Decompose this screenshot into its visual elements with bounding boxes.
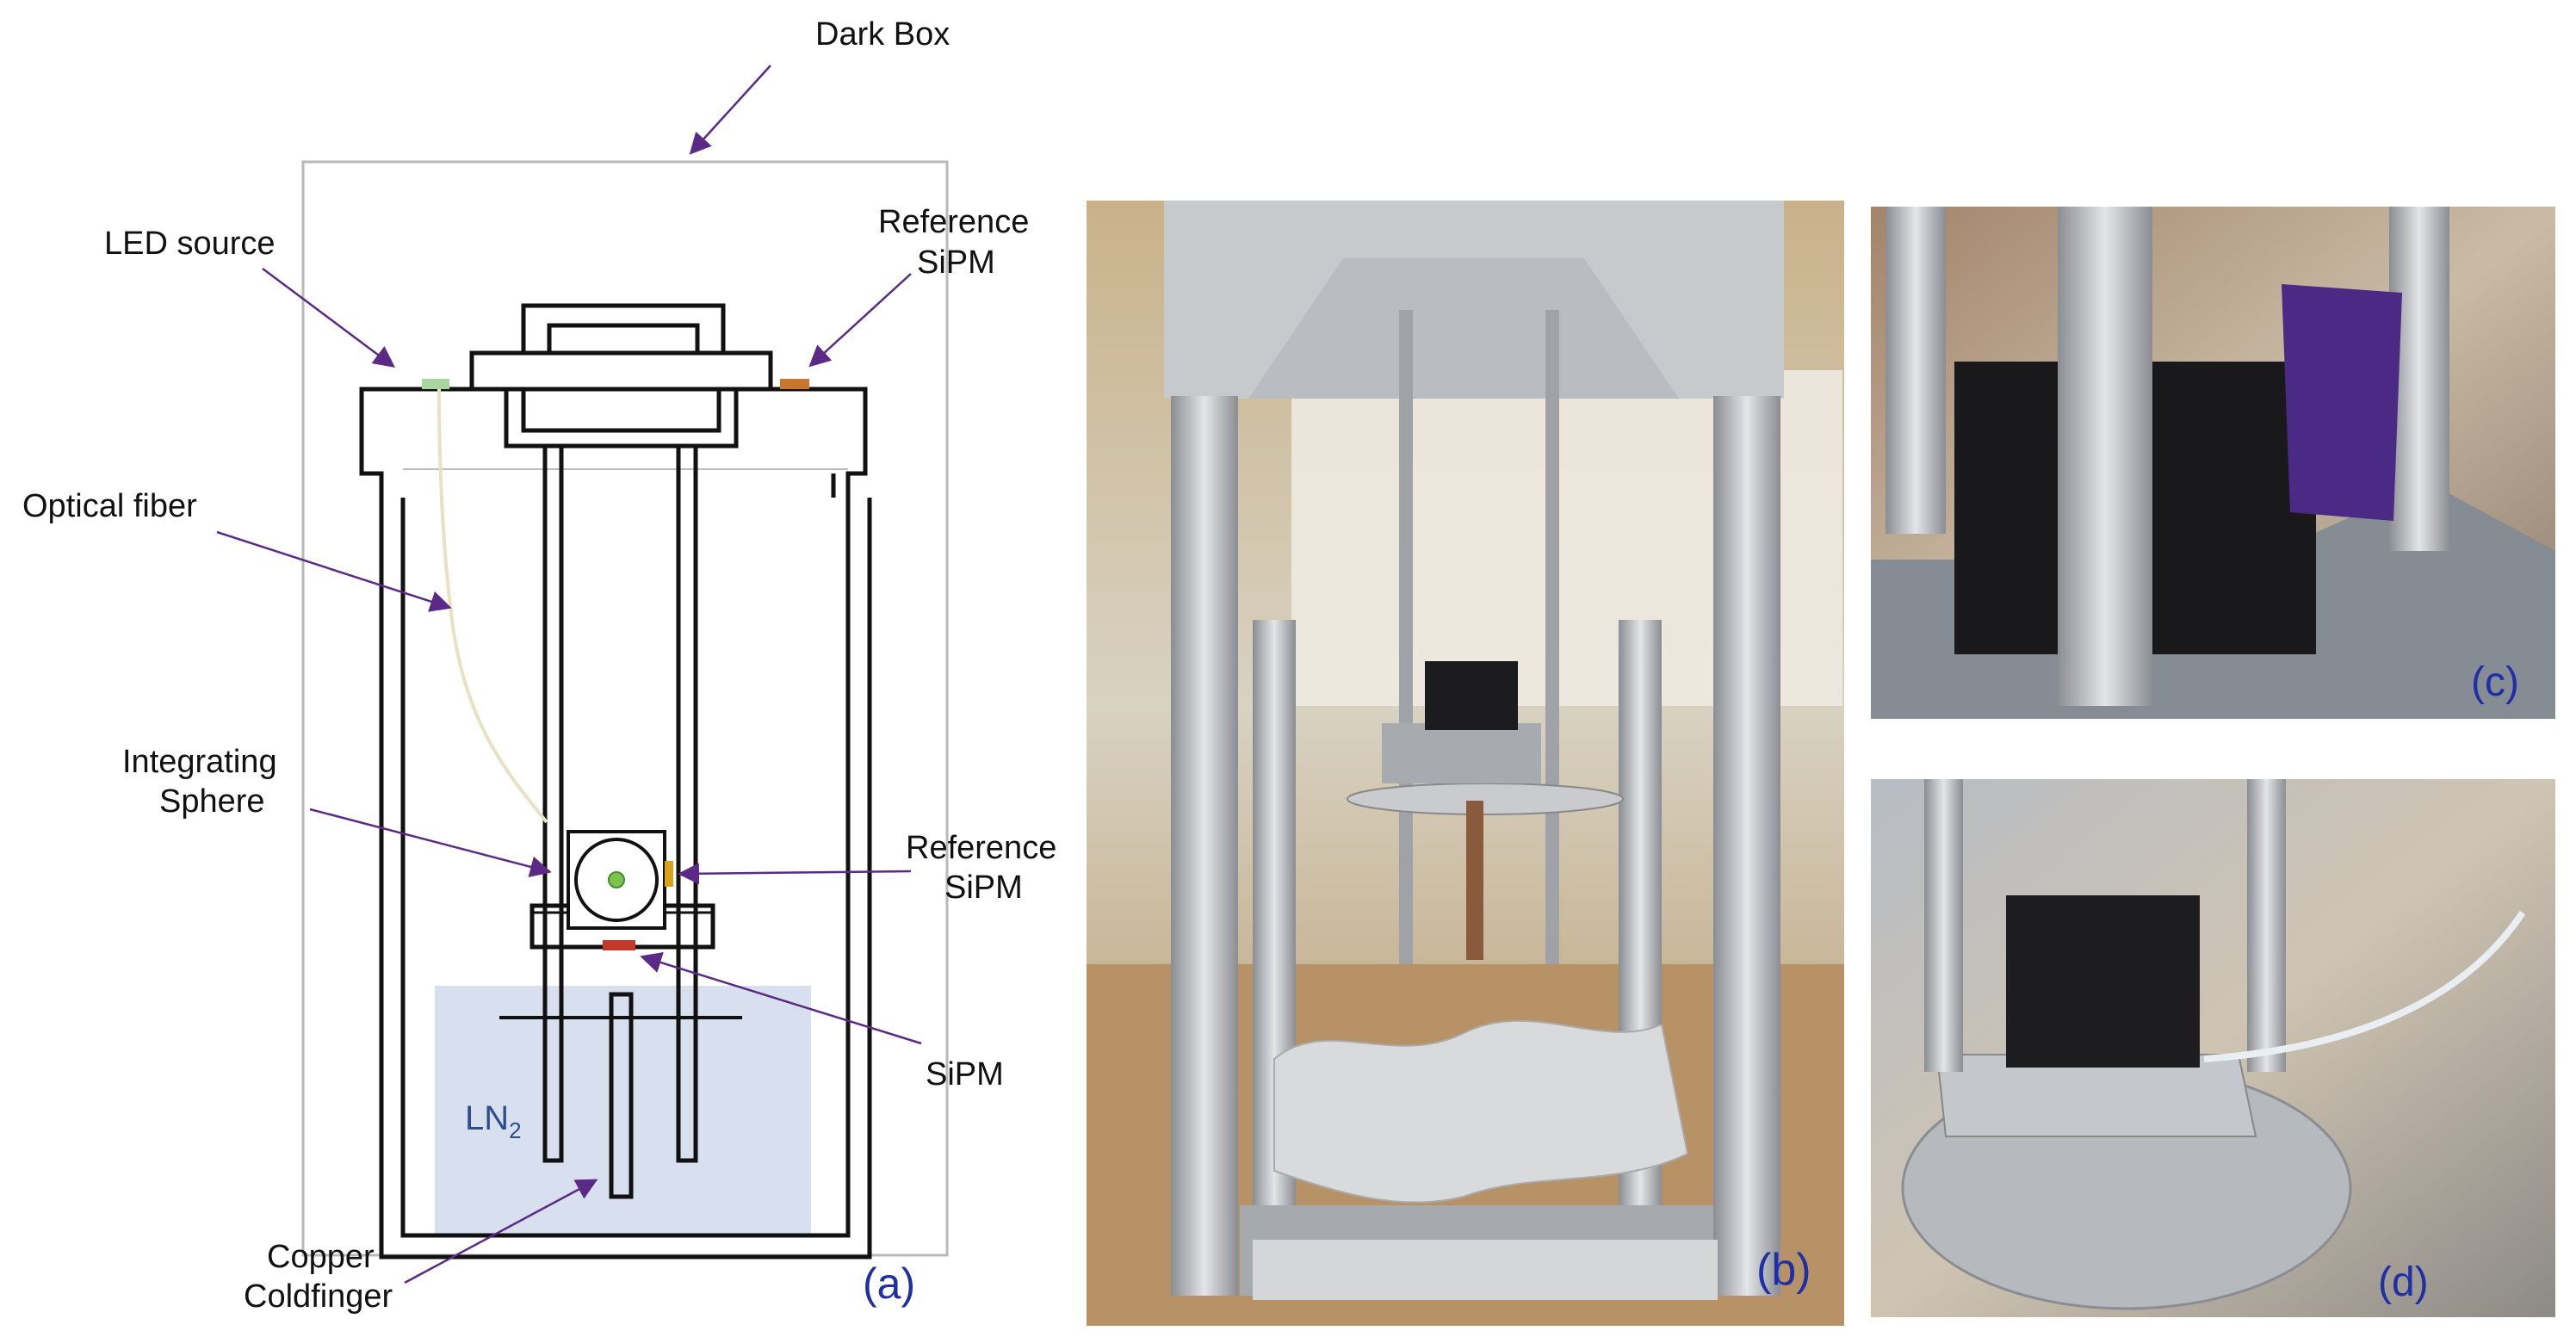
label-reference-sipm-side-1: Reference [906,830,1056,866]
label-optical-fiber: Optical fiber [22,488,197,524]
photo-d-rod-left [1924,779,1963,1072]
photo-c-rod-right [2389,207,2449,551]
photo-b-sphere-block [1425,661,1518,730]
photo-d-rod-right [2247,779,2286,1072]
sipm [603,940,635,950]
photo-c-rod-center [2058,207,2152,706]
led-source [422,379,449,389]
label-reference-sipm-top-2: SiPM [917,244,995,281]
schematic-panel-a: Dark Box LED source Reference SiPM Optic… [22,16,1056,1315]
photo-d-fiber [2203,910,2526,1062]
reference-sipm-top [780,379,809,389]
label-dark-box: Dark Box [815,16,950,53]
photo-c-pcb [2282,284,2402,521]
label-led-source: LED source [104,226,276,262]
label-reference-sipm-side-2: SiPM [944,870,1023,906]
photo-b-rod-left [1399,310,1413,964]
reference-sipm-side [665,861,673,887]
dewar-lip [359,387,868,498]
photo-panel-c: (c) [1871,207,2555,719]
photo-c-rod-left [1886,207,1946,534]
panel-tag-a: (a) [863,1260,915,1308]
photo-b-plate [1347,783,1624,815]
panel-tag-c: (c) [2471,659,2519,705]
copper-coldfinger [609,992,634,1199]
label-sipm: SiPM [926,1056,1004,1093]
photo-b-coldfinger [1466,801,1483,960]
support-rod-right [676,446,698,1163]
sphere-port [608,871,625,888]
photo-panel-d: (d) [1871,779,2555,1317]
support-rod-left [542,446,564,1163]
photo-b-foil [1273,1019,1689,1204]
panel-tag-d: (d) [2378,1260,2429,1305]
label-ln2: LN2 [465,1099,522,1143]
panel-tag-b: (b) [1756,1245,1811,1295]
photo-panel-b: (b) [1087,201,1844,1326]
ln2-bath [435,986,811,1235]
label-integrating-sphere-1: Integrating [122,744,277,780]
label-integrating-sphere-2: Sphere [159,783,265,820]
top-flange [469,303,773,389]
label-copper-coldfinger-1: Copper [267,1239,375,1275]
annotation-arrows [216,65,922,1284]
aluminum-frame [1164,201,1784,1300]
photo-d-black-block [2006,895,2200,1068]
label-reference-sipm-top-1: Reference [878,204,1029,240]
optical-fiber [437,385,548,824]
label-ln2-subscript: 2 [509,1117,521,1143]
inner-flange [504,389,739,449]
photo-b-holder [1382,723,1541,783]
photo-b-rod-right [1545,310,1559,964]
dewar-walls [379,498,872,1260]
label-copper-coldfinger-2: Coldfinger [244,1278,393,1315]
